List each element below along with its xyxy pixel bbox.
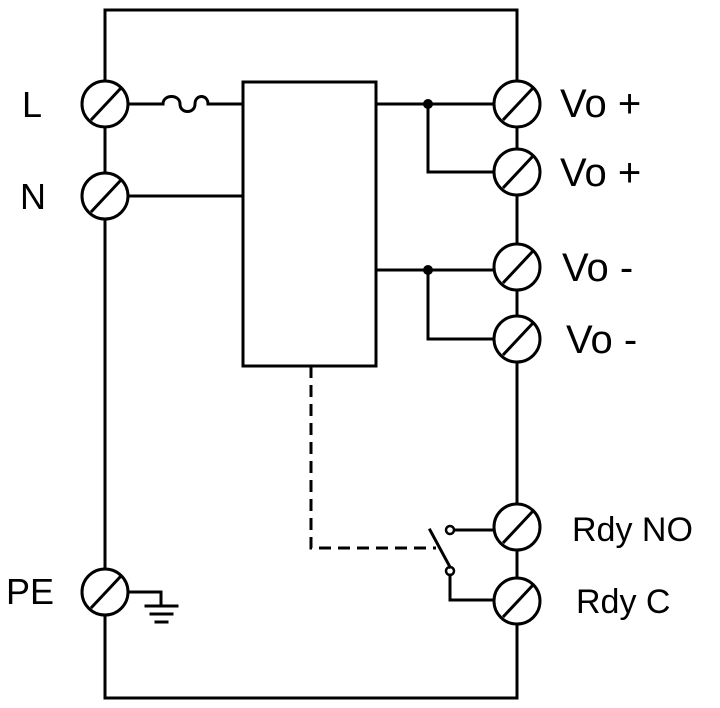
label-pe: PE <box>6 571 54 612</box>
vo-plus-wire <box>374 102 495 174</box>
relay-dashed-link <box>309 366 436 550</box>
converter-module <box>241 80 378 368</box>
label-vo-minus-2: Vo - <box>566 318 637 362</box>
vo-minus-junction-dot <box>423 265 433 275</box>
label-vo-plus-2: Vo + <box>560 151 641 195</box>
label-rdy-c: Rdy C <box>576 583 670 621</box>
terminal-pe <box>80 567 130 617</box>
label-n: N <box>20 176 46 217</box>
terminal-l <box>80 79 130 129</box>
pe-wire <box>127 590 163 608</box>
terminal-n <box>80 171 130 221</box>
ground-icon <box>144 604 179 624</box>
terminal-vo-plus-2 <box>492 147 542 197</box>
terminal-vo-plus-1 <box>492 79 542 129</box>
vo-plus-junction-dot <box>423 99 433 109</box>
fuse-symbol <box>161 95 210 113</box>
terminal-vo-minus-1 <box>492 242 542 292</box>
relay-switch-blade <box>427 527 453 570</box>
terminal-vo-minus-2 <box>492 314 542 364</box>
label-vo-minus-1: Vo - <box>562 246 633 290</box>
terminal-rdy-no <box>492 502 542 552</box>
terminal-rdy-c <box>492 576 542 626</box>
label-vo-plus-1: Vo + <box>560 82 641 126</box>
relay-c-wire <box>448 573 495 602</box>
vo-minus-wire <box>374 268 495 341</box>
housing-outline <box>103 8 519 700</box>
relay-no-contact <box>444 524 456 536</box>
label-l: L <box>22 84 42 125</box>
label-rdy-no: Rdy NO <box>572 511 693 549</box>
